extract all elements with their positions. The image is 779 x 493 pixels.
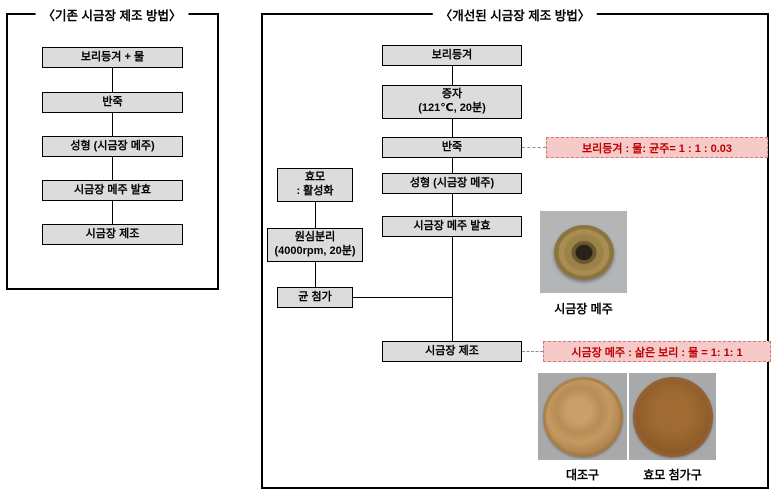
step-label: 보리등겨 [431,48,473,61]
dashed-connector [522,147,546,148]
annotation-kneading-ratio: 보리등겨 : 물: 균주= 1 : 1 : 0.03 [546,137,768,158]
control-dish-image [542,376,623,457]
meju-photo-label: 시금장 메주 [554,302,613,316]
step-sublabel: (121℃, 20분) [418,102,486,114]
step-sublabel: (4000rpm, 20분) [274,245,356,257]
connector-line [452,237,453,341]
step-kneading: 반죽 [382,137,522,158]
control-dish-label: 대조구 [565,468,600,482]
connector-line [315,262,316,287]
panel-title-improved: 〈개선된 시금장 제조 방법〉 [432,5,598,24]
step-production-left: 시금장 제조 [42,224,183,245]
step-label: 성형 (시금장 메주) [70,139,155,152]
step-label: 보리등겨 + 물 [80,50,145,63]
step-label: 균 첨가 [298,290,332,303]
connector-line [112,201,113,224]
step-sublabel: : 활성화 [296,185,334,197]
connector-line [452,119,453,137]
step-label: 효모 [304,171,326,184]
step-label: 원심분리 [294,231,336,244]
step-label: 시금장 메주 발효 [413,219,491,232]
dashed-connector [522,351,543,352]
step-label: 시금장 제조 [425,344,479,357]
step-shaping-left: 성형 (시금장 메주) [42,136,183,157]
yeast-dish-photo [629,373,716,460]
connector-line [353,297,452,298]
connector-line [452,194,453,216]
step-label: 시금장 메주 발효 [74,183,151,196]
step-inoculation: 균 첨가 [277,287,353,308]
step-fermentation: 시금장 메주 발효 [382,216,522,237]
step-steaming: 증자 (121℃, 20분) [382,85,522,119]
step-label: 반죽 [102,95,123,108]
panel-title-existing: 〈기존 시금장 제조 방법〉 [35,5,189,24]
meju-donut-image [553,224,614,280]
annotation-production-ratio: 시금장 메주 : 삶은 보리 : 물 = 1: 1: 1 [543,341,771,362]
yeast-dish-image [632,376,713,457]
yeast-dish-label: 효모 첨가구 [643,468,702,482]
step-shaping: 성형 (시금장 메주) [382,173,522,194]
connector-line [452,66,453,85]
step-label: 성형 (시금장 메주) [409,176,495,189]
control-dish-photo [538,373,627,460]
meju-photo [540,211,627,293]
step-centrifuge: 원심분리 (4000rpm, 20분) [267,228,363,262]
step-barley-water: 보리등겨 + 물 [42,47,183,68]
connector-line [452,158,453,173]
step-fermentation-left: 시금장 메주 발효 [42,180,183,201]
step-yeast-activation: 효모 : 활성화 [277,168,353,202]
connector-line [315,202,316,228]
step-kneading-left: 반죽 [42,92,183,113]
connector-line [112,157,113,180]
connector-line [112,68,113,92]
step-barley: 보리등겨 [382,45,522,66]
step-label: 증자 [441,88,463,101]
step-label: 시금장 제조 [85,227,140,240]
step-production: 시금장 제조 [382,341,522,362]
connector-line [112,113,113,136]
step-label: 반죽 [441,140,463,153]
